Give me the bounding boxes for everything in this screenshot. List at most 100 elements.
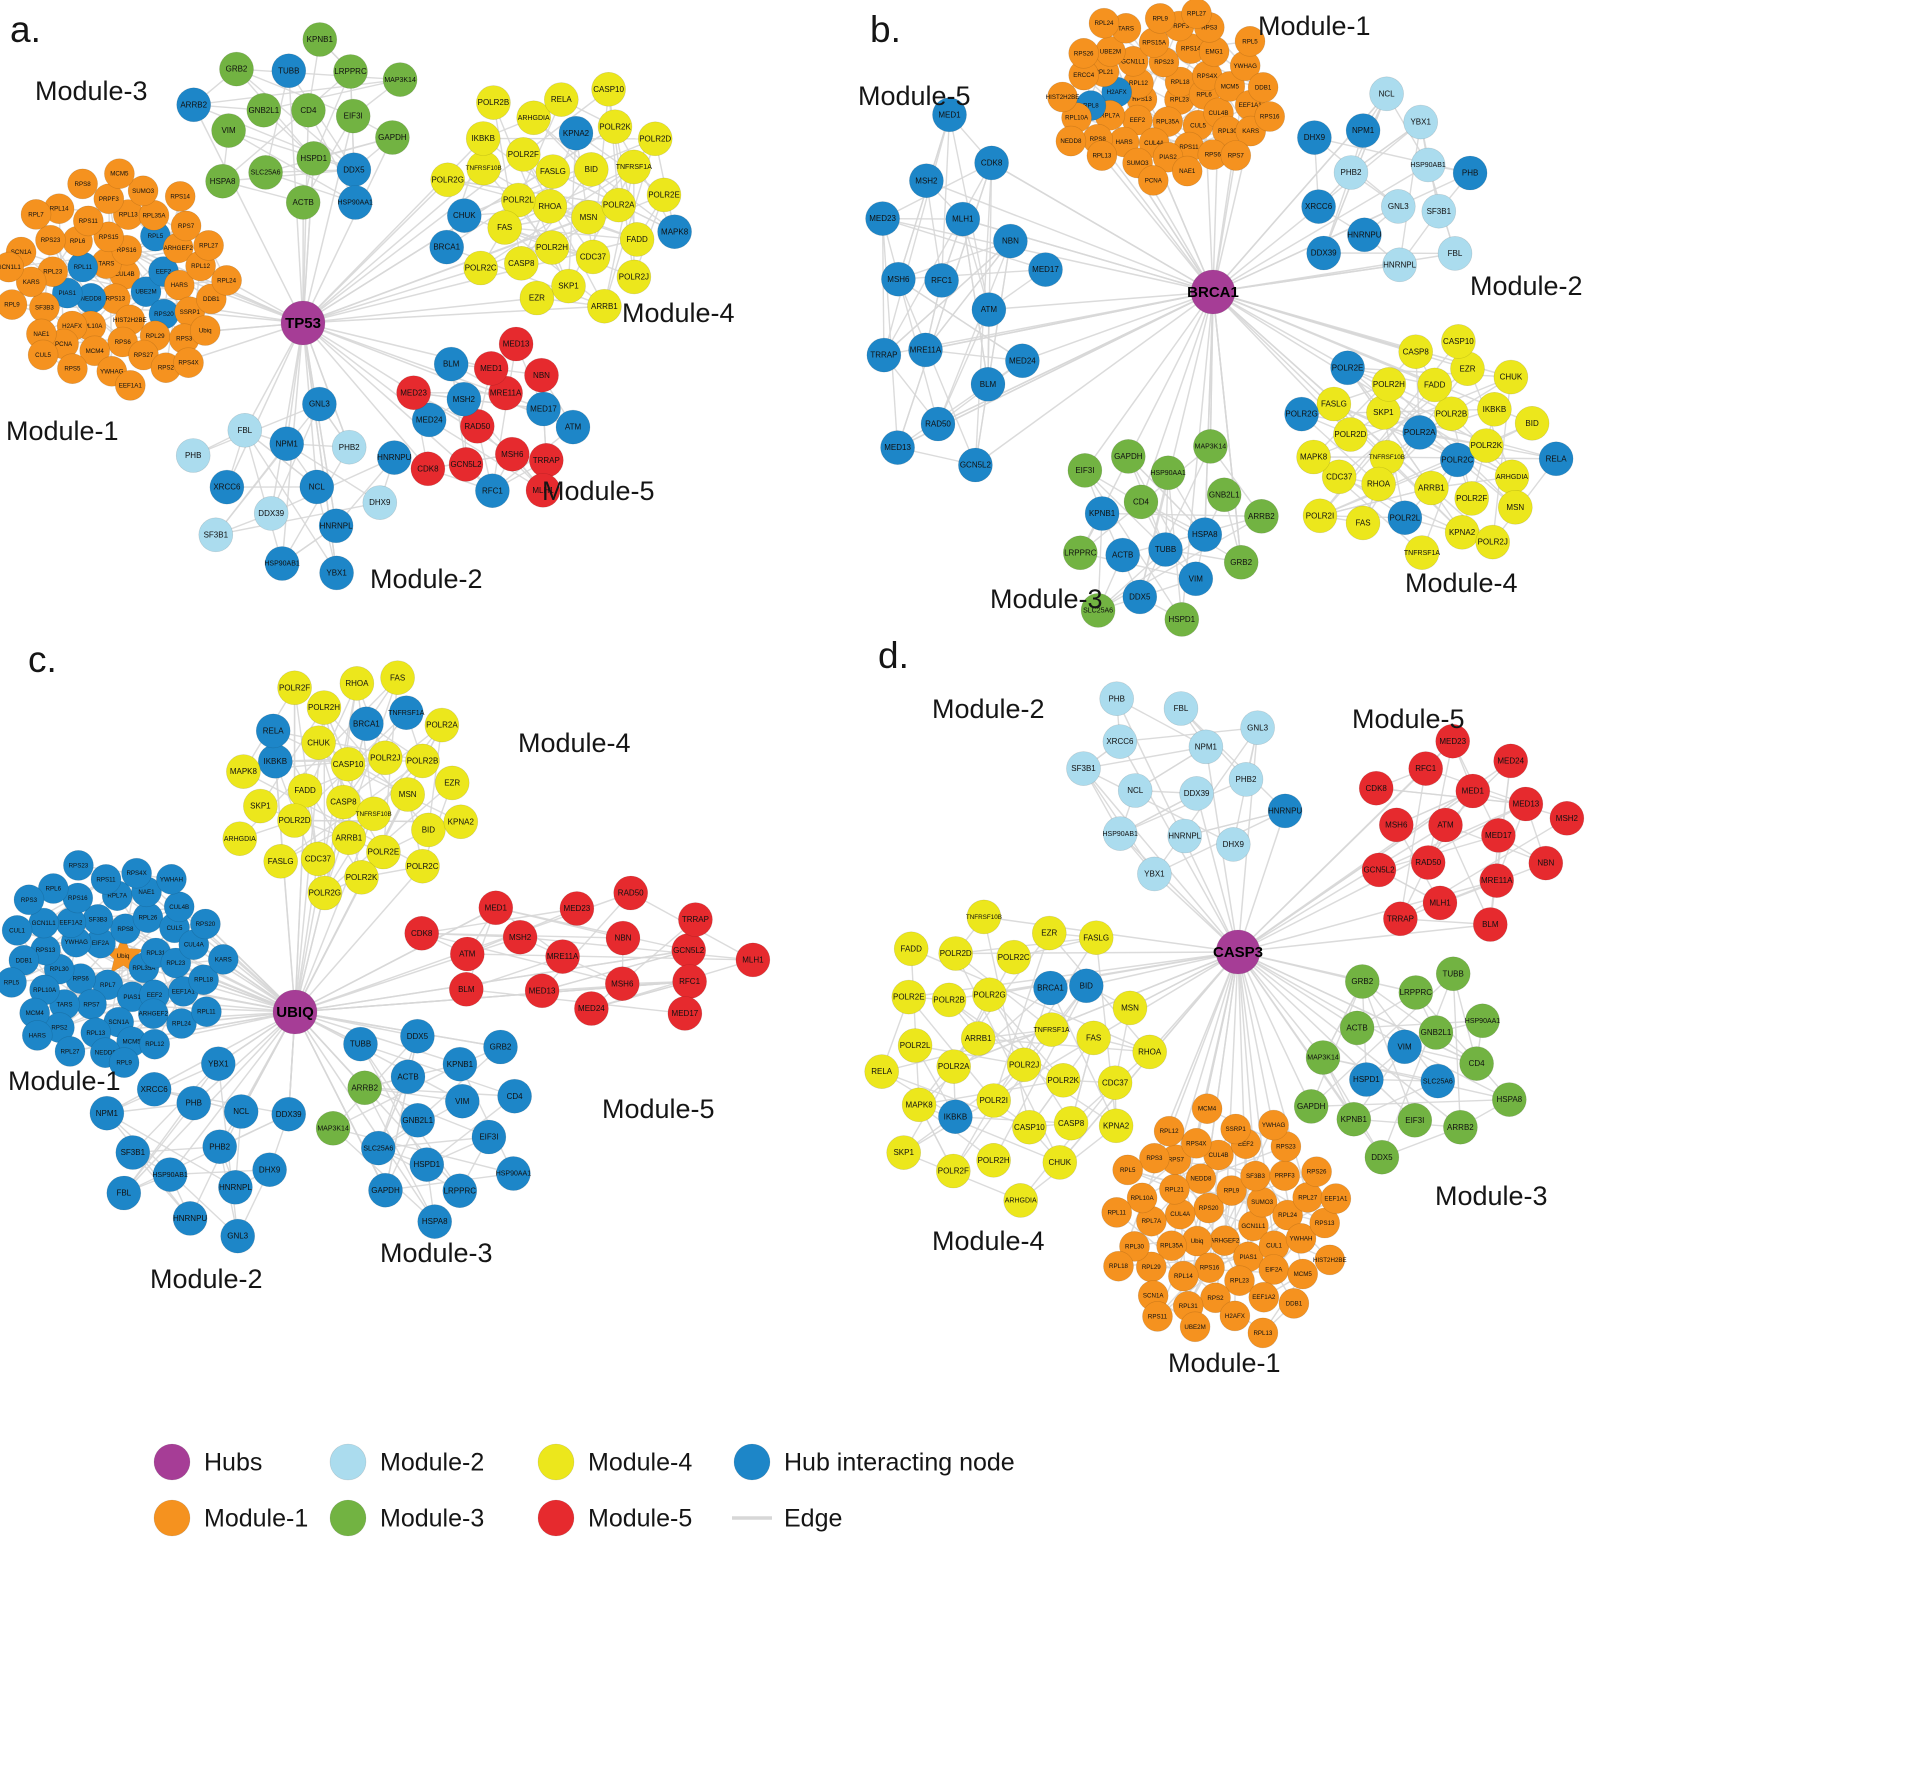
node-PHB2: PHB2 (202, 1129, 237, 1164)
node-circle (1179, 776, 1214, 811)
node-label: GCN5L2 (960, 461, 992, 470)
node-HSPA8: HSPA8 (1492, 1082, 1527, 1117)
node-SSRP1: SSRP1 (1220, 1113, 1251, 1145)
node-EEF1A2: EEF1A2 (1248, 1281, 1280, 1313)
edge (883, 162, 993, 356)
node-circle (525, 472, 561, 508)
node-RPL23: RPL23 (160, 947, 192, 979)
legend-item-hub-interacting-node: Hub interacting node (733, 1443, 1015, 1481)
node-MRE11A: MRE11A (908, 332, 943, 368)
node-label: BRCA1 (433, 243, 460, 252)
edge (1347, 367, 1463, 533)
node-label: TARS (56, 1001, 72, 1008)
node-label: SF3B1 (121, 1148, 146, 1157)
node-RHOA: RHOA (1361, 466, 1396, 502)
node-circle (1493, 359, 1529, 395)
node-circle (264, 546, 300, 581)
node-label: RPL7 (100, 982, 116, 989)
node-HSPA8: HSPA8 (417, 1204, 453, 1239)
node-RPS26: RPS26 (1301, 1156, 1332, 1187)
node-label: MLH1 (1429, 898, 1451, 907)
hub-edge (1237, 768, 1427, 953)
node-circle (302, 386, 337, 422)
node-label: DHX9 (369, 498, 391, 507)
edge (1301, 413, 1380, 485)
node-circle (958, 447, 993, 483)
node-label: POLR2G (1285, 410, 1317, 419)
node-label: IKBKB (471, 134, 495, 143)
node-label: FASLG (540, 167, 566, 176)
legend-swatch-module-3 (329, 1499, 367, 1537)
node-circle (1228, 762, 1264, 797)
node-label: RPS11 (79, 218, 99, 225)
node-RPS5: RPS5 (57, 353, 88, 385)
node-label: EEF2 (1238, 1141, 1254, 1148)
edge (910, 948, 920, 1105)
legend-item-module-1: Module-1 (153, 1499, 308, 1537)
node-label: MCM5 (1221, 83, 1240, 90)
node-DDB1: DDB1 (1247, 72, 1279, 103)
node-circle (1336, 1101, 1372, 1137)
node-MED13: MED13 (880, 430, 915, 465)
node-RPS7: RPS7 (76, 988, 107, 1020)
node-label: EIF3I (479, 1133, 498, 1142)
node-label: HARS (171, 282, 188, 289)
node-label: UBE2M (135, 289, 156, 296)
node-POLR2C: POLR2C (463, 250, 499, 286)
node-SLC25A6: SLC25A6 (1080, 593, 1116, 628)
node-circle (483, 1029, 518, 1065)
node-BID: BID (573, 152, 609, 187)
node-RPL7: RPL7 (20, 199, 52, 230)
node-EIF3I: EIF3I (1067, 453, 1103, 488)
node-circle (471, 1119, 507, 1155)
node-label: EEF1A2 (1252, 1294, 1276, 1301)
node-circle (1469, 428, 1504, 463)
node-RPL11: RPL11 (67, 251, 99, 283)
node-YBX1: YBX1 (1403, 104, 1438, 140)
hub-edge (1212, 164, 1429, 293)
node-POLR2L: POLR2L (500, 182, 536, 218)
node-circle (1150, 455, 1186, 491)
node-label: CD4 (1469, 1059, 1486, 1068)
node-NCL: NCL (223, 1094, 259, 1129)
node-circle (1179, 1311, 1211, 1343)
node-label: CUL4A (1144, 140, 1165, 147)
node-label: MSH2 (915, 176, 938, 185)
node-circle (360, 1130, 396, 1166)
node-circle (448, 447, 484, 482)
node-circle (253, 496, 289, 531)
edge (364, 1087, 515, 1097)
node-circle (252, 1152, 287, 1187)
node-ARHGDIA: ARHGDIA (222, 821, 258, 857)
node-EIF2A: EIF2A (1258, 1254, 1290, 1285)
node-EIF3I: EIF3I (335, 98, 371, 134)
node-circle (1345, 113, 1381, 148)
node-label: RPL30 (1125, 1243, 1144, 1250)
node-circle (893, 931, 929, 967)
node-DDX39: DDX39 (271, 1096, 307, 1132)
node-RPS4X: RPS4X (121, 857, 152, 889)
module-label-module-1: Module-1 (6, 416, 119, 446)
node-label: TUBB (350, 1040, 371, 1049)
module-label-module-3: Module-3 (35, 76, 148, 106)
node-CASP8: CASP8 (1053, 1105, 1089, 1141)
node-circle (130, 276, 162, 308)
node-circle (1142, 1301, 1173, 1332)
edge (614, 126, 638, 240)
node-label: SSRP1 (180, 309, 201, 316)
edge (504, 226, 635, 278)
node-label: FAS (1086, 1033, 1101, 1042)
node-label: NBN (615, 934, 632, 943)
node-FADD: FADD (893, 931, 929, 967)
node-POLR2I: POLR2I (976, 1083, 1012, 1118)
node-circle (1473, 907, 1508, 942)
edge (974, 240, 1012, 466)
node-POLR2K: POLR2K (597, 109, 633, 144)
edge (883, 114, 951, 356)
node-POLR2K: POLR2K (344, 859, 379, 895)
node-label: PHB (185, 451, 201, 460)
node-HNRNPL: HNRNPL (318, 508, 354, 544)
node-circle (1068, 37, 1099, 69)
node-CD4: CD4 (291, 92, 326, 128)
node-label: RFC1 (482, 486, 503, 495)
